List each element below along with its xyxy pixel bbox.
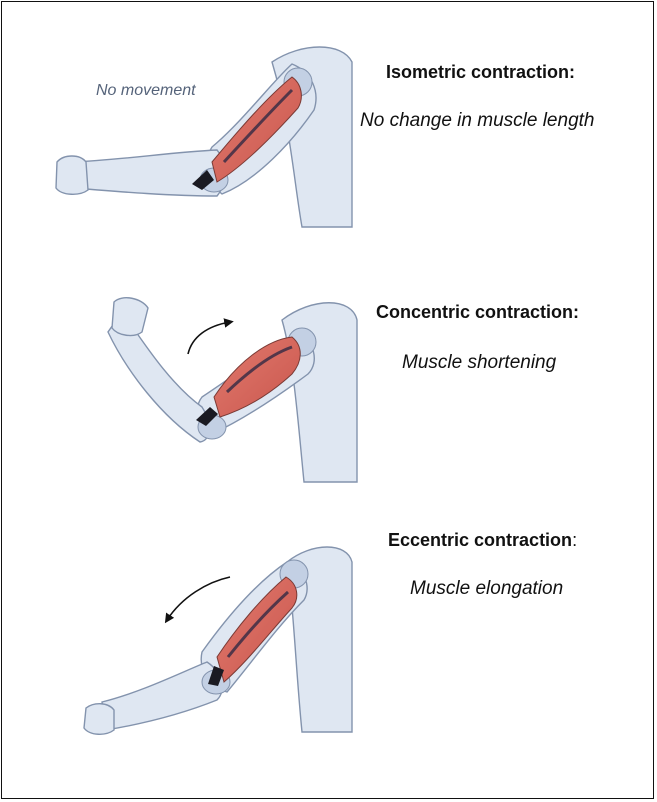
eccentric-title: Eccentric contraction:: [388, 530, 577, 551]
concentric-subtitle: Muscle shortening: [402, 352, 556, 374]
eccentric-subtitle: Muscle elongation: [410, 578, 563, 600]
concentric-motion-arrow: [188, 322, 230, 354]
eccentric-motion-arrow: [167, 577, 230, 620]
concentric-title-text: Concentric contraction:: [376, 302, 579, 322]
isometric-title-text: Isometric contraction:: [386, 62, 575, 82]
concentric-title: Concentric contraction:: [376, 302, 579, 323]
concentric-arm-illustration: [108, 298, 357, 482]
eccentric-title-text: Eccentric contraction: [388, 530, 572, 550]
no-movement-note: No movement: [96, 82, 196, 100]
eccentric-arm-illustration: [84, 547, 352, 734]
isometric-title: Isometric contraction:: [386, 62, 575, 83]
eccentric-title-tail: :: [572, 530, 577, 550]
isometric-arm-illustration: [56, 47, 352, 227]
isometric-subtitle: No change in muscle length: [360, 110, 594, 132]
